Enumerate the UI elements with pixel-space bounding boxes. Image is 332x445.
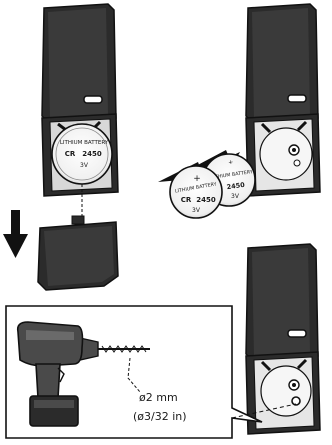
- battery-model-prefix: CR: [65, 150, 76, 158]
- loose-battery-front-voltage: 3V: [192, 207, 201, 214]
- battery-icon: LITHIUM BATTERY CR 2450 3V: [51, 123, 113, 185]
- drill-size-metric: ø2 mm: [139, 391, 178, 404]
- device-open-left: LITHIUM BATTERY CR 2450 3V: [3, 3, 119, 291]
- battery-brand-label: LITHIUM BATTERY: [60, 140, 109, 146]
- loose-battery-back-model: 2450: [226, 181, 246, 192]
- cover-down-arrow: [3, 210, 28, 258]
- drill-size-imperial: (ø3/32 in): [133, 410, 187, 423]
- loose-battery-front-prefix: CR: [181, 196, 192, 204]
- battery-cover: [37, 215, 119, 291]
- drill-callout: ø2 mm (ø3/32 in): [5, 305, 297, 439]
- loose-battery-back-voltage: 3V: [231, 193, 240, 200]
- loose-battery-back-brand: LITHIUM BATTERY: [211, 169, 254, 181]
- battery-model-number: 2450: [82, 150, 102, 158]
- device-open-right-bottom: [245, 243, 321, 435]
- svg-text:+: +: [228, 159, 234, 167]
- svg-text:+: +: [193, 174, 201, 184]
- drill-icon: [16, 321, 150, 427]
- loose-battery-front: + LITHIUM BATTERY CR 2450 3V: [169, 165, 223, 219]
- device-open-right-top: [245, 3, 321, 197]
- loose-battery-front-model: 2450: [196, 196, 216, 204]
- battery-voltage: 3V: [80, 162, 89, 169]
